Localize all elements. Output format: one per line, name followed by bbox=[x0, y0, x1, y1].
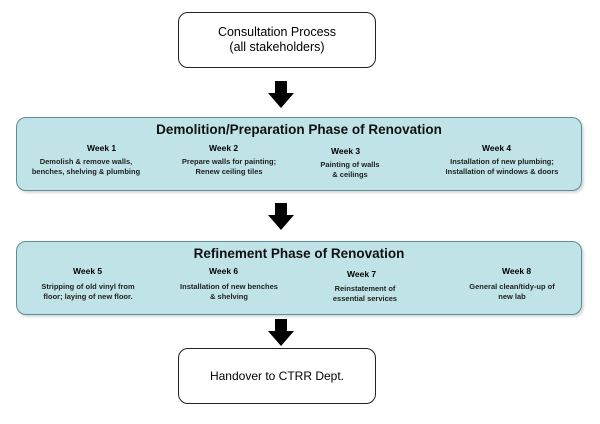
week-label: Week 1 bbox=[87, 143, 117, 153]
consultation-process-box: Consultation Process (all stakeholders) bbox=[178, 12, 376, 68]
week-label: Week 2 bbox=[209, 143, 239, 153]
week-description: Installation of new benches& shelving bbox=[180, 282, 278, 301]
consultation-title: Consultation Process bbox=[217, 25, 337, 39]
week-label: Week 5 bbox=[73, 266, 103, 276]
handover-box: Handover to CTRR Dept. bbox=[178, 348, 376, 404]
phase-title: Refinement Phase of Renovation bbox=[193, 246, 405, 261]
phase-title: Demolition/Preparation Phase of Renovati… bbox=[156, 122, 442, 137]
week-description: Installation of new plumbing;Installatio… bbox=[445, 157, 559, 176]
week-description: Painting of walls& ceilings bbox=[320, 160, 380, 179]
down-arrow-icon bbox=[268, 203, 294, 230]
week-description: Prepare walls for painting;Renew ceiling… bbox=[181, 157, 277, 176]
handover-label: Handover to CTRR Dept. bbox=[209, 369, 345, 383]
refinement-phase-box: Refinement Phase of Renovation Week 5 St… bbox=[16, 241, 582, 315]
week-label: Week 6 bbox=[209, 266, 239, 276]
demolition-phase-box: Demolition/Preparation Phase of Renovati… bbox=[16, 117, 582, 191]
week-label: Week 3 bbox=[331, 146, 361, 156]
week-label: Week 7 bbox=[347, 269, 377, 279]
week-label: Week 4 bbox=[482, 143, 512, 153]
down-arrow-icon bbox=[268, 319, 294, 346]
week-label: Week 8 bbox=[502, 266, 532, 276]
week-description: Demolish & remove walls,benches, shelvin… bbox=[31, 157, 141, 176]
down-arrow-icon bbox=[268, 81, 294, 108]
consultation-subtitle: (all stakeholders) bbox=[229, 40, 325, 54]
